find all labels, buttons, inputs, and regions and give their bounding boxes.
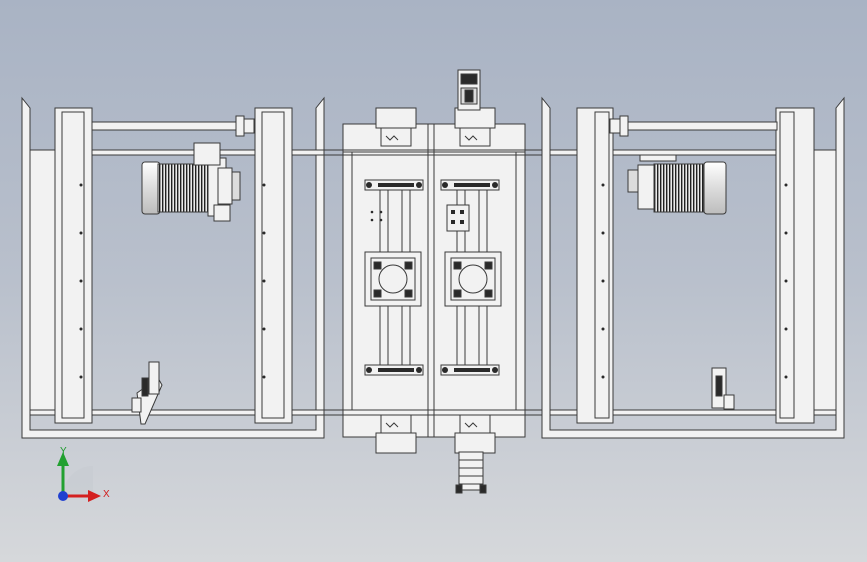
y-axis-head (57, 452, 69, 466)
left-shaft (91, 121, 256, 131)
right-motor-icon (627, 154, 727, 215)
left-side-panel (29, 149, 57, 411)
connector-block-icon (446, 204, 470, 232)
top-actuator-icon (457, 69, 481, 111)
bearing-right-icon (444, 251, 502, 307)
left-shaft-hub (243, 118, 255, 134)
left-side-plate-a-inner (61, 111, 85, 419)
z-axis-dot (58, 491, 68, 501)
left-shaft-collar (235, 115, 245, 137)
top-slide-block-right-icon (454, 107, 496, 147)
center-module (342, 69, 526, 494)
right-sensor-bracket-icon (711, 367, 735, 410)
x-axis-head (88, 490, 101, 502)
right-side-plate-a-inner (594, 111, 610, 419)
left-side-plate-b-inner (261, 111, 285, 419)
bottom-slide-block-left-icon (375, 414, 417, 454)
axis-triad: X Y (57, 446, 110, 502)
guide-chain-dots (366, 182, 498, 373)
left-frame (21, 96, 325, 439)
left-motor-icon (141, 142, 241, 222)
y-axis-label: Y (60, 446, 67, 457)
x-axis-label: X (103, 489, 110, 500)
bottom-slide-block-right-icon (454, 414, 496, 454)
bottom-track-icon (455, 451, 487, 494)
right-side-plate-b-inner (779, 111, 795, 419)
top-slide-block-left-icon (375, 107, 417, 147)
bearing-left-icon (364, 251, 422, 307)
right-shaft-collar (619, 115, 629, 137)
left-bottom-rail (29, 409, 325, 416)
right-shaft (626, 121, 778, 131)
left-plate-holes (79, 183, 266, 379)
right-side-panel (811, 149, 837, 411)
right-bottom-rail (549, 409, 837, 416)
terminal-dots-icon (370, 210, 383, 222)
right-tray (541, 96, 845, 439)
left-sensor-bracket-icon (131, 361, 163, 425)
right-frame (541, 96, 845, 439)
right-plate-holes (601, 183, 788, 379)
